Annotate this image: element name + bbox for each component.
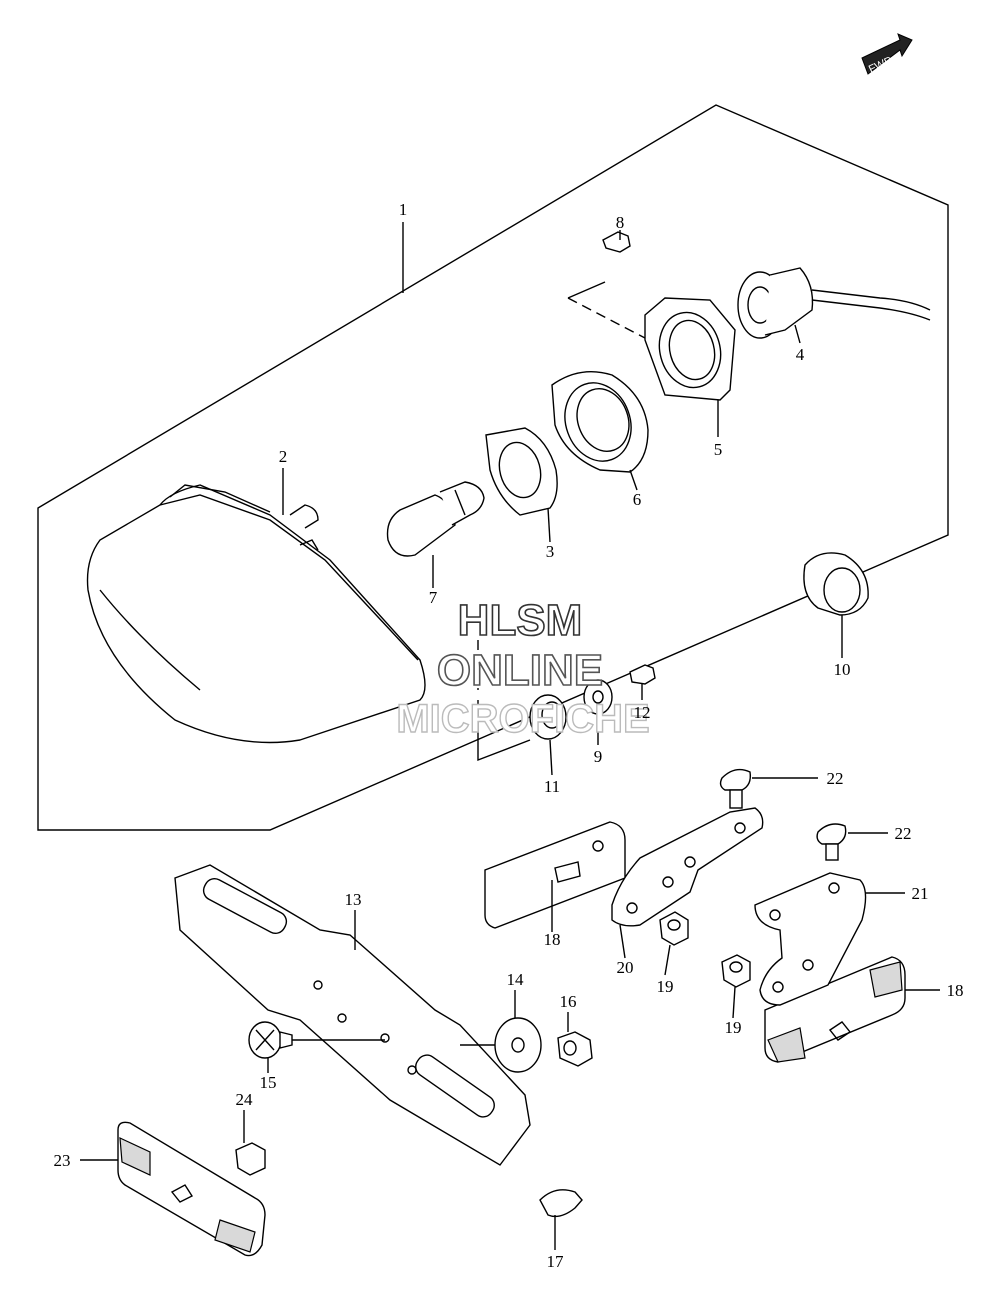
license-bracket xyxy=(174,864,531,1166)
part-label-21: 21 xyxy=(912,884,929,903)
part-label-16: 16 xyxy=(560,992,577,1011)
part-label-9: 9 xyxy=(594,747,603,766)
part-label-11: 11 xyxy=(544,777,560,796)
assembly-outline xyxy=(37,104,949,831)
grommet-10 xyxy=(803,552,869,616)
watermark-line-2: ONLINE xyxy=(437,646,603,695)
part-label-18a: 18 xyxy=(544,930,561,949)
part-label-18b: 18 xyxy=(947,981,964,1000)
part-label-7: 7 xyxy=(429,588,438,607)
part-label-4: 4 xyxy=(796,345,805,364)
part-label-19a: 19 xyxy=(657,977,674,996)
nut-19a xyxy=(659,911,689,946)
part-label-8: 8 xyxy=(616,213,625,232)
bulb xyxy=(386,481,485,557)
part-label-2: 2 xyxy=(279,447,288,466)
fwd-arrow-icon: FWD xyxy=(861,33,913,76)
part-label-15: 15 xyxy=(260,1073,277,1092)
tail-lamp-housing xyxy=(86,484,426,744)
reflector-18b xyxy=(764,956,906,1063)
part-label-5: 5 xyxy=(714,440,723,459)
reflector-23 xyxy=(117,1121,266,1257)
bracket-21 xyxy=(754,872,867,1006)
nut-24 xyxy=(235,1142,266,1176)
part-label-23: 23 xyxy=(54,1151,71,1170)
bolt-22a xyxy=(719,768,752,809)
rubber-washer-14 xyxy=(494,1017,542,1073)
part-label-3: 3 xyxy=(546,542,555,561)
part-label-17: 17 xyxy=(547,1252,565,1271)
part-label-12: 12 xyxy=(634,703,651,722)
part-label-22a: 22 xyxy=(827,769,844,788)
clip-17 xyxy=(539,1189,583,1218)
part-label-19b: 19 xyxy=(725,1018,742,1037)
part-label-10: 10 xyxy=(834,660,851,679)
nut-16 xyxy=(557,1031,593,1067)
reflector-plate-18a xyxy=(484,821,626,929)
part-label-24: 24 xyxy=(236,1090,254,1109)
part-label-20: 20 xyxy=(617,958,634,977)
watermark: HLSM ONLINE MICROFICHE xyxy=(396,595,651,742)
watermark-line-3: MICROFICHE xyxy=(396,697,649,741)
bracket-20 xyxy=(611,807,764,927)
part-label-1: 1 xyxy=(399,200,408,219)
part-label-14: 14 xyxy=(507,970,525,989)
part-label-22b: 22 xyxy=(895,824,912,843)
watermark-line-1: HLSM xyxy=(458,596,583,645)
part-label-13: 13 xyxy=(345,890,362,909)
socket-mount xyxy=(644,297,736,401)
retaining-ring xyxy=(551,370,649,473)
screw-8 xyxy=(567,231,646,339)
part-label-6: 6 xyxy=(633,490,642,509)
grommet-11 xyxy=(477,640,567,762)
leader-lines xyxy=(80,222,940,1250)
part-labels: 1 2 3 4 5 6 7 8 9 10 11 12 13 14 15 16 1… xyxy=(54,200,964,1271)
bulb-holder-plate xyxy=(485,427,558,516)
bolt-22b xyxy=(816,823,847,861)
screw-12 xyxy=(629,664,656,685)
nut-19b xyxy=(721,954,751,988)
socket-with-wire xyxy=(737,267,931,339)
bolt-15 xyxy=(248,1021,293,1059)
